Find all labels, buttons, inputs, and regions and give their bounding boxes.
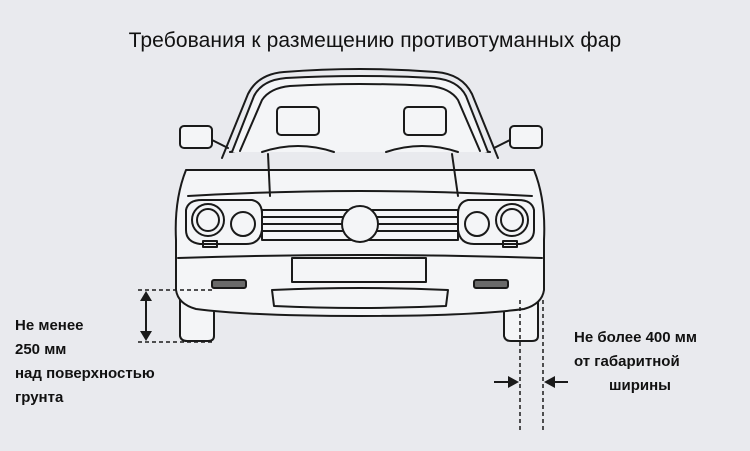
front-bumper <box>177 254 543 309</box>
diagram-title: Требования к размещению противотуманных … <box>128 29 622 52</box>
height-dimension <box>138 289 212 343</box>
width-note-line-3: ширины <box>609 377 671 394</box>
height-requirement-note: Не менее 250 мм над поверхностью грунта <box>15 314 155 410</box>
height-note-line-2: 250 мм <box>15 341 67 358</box>
right-headlight <box>457 199 535 248</box>
left-headlight <box>185 199 263 248</box>
width-dimension <box>494 300 568 430</box>
height-note-line-3: над поверхностью <box>15 365 155 382</box>
left-fog-light <box>211 279 247 289</box>
width-requirement-note: Не более 400 мм от габаритной ширины <box>574 326 697 398</box>
left-seat <box>261 106 335 153</box>
right-fog-light <box>473 279 509 289</box>
right-seat <box>385 106 459 153</box>
roof-and-windshield <box>221 68 499 159</box>
grille <box>261 205 459 243</box>
height-note-line-4: грунта <box>15 389 64 406</box>
width-note-line-1: Не более 400 мм <box>574 329 697 346</box>
right-mirror <box>493 125 543 149</box>
height-note-line-1: Не менее <box>15 317 84 334</box>
left-mirror <box>179 125 229 149</box>
width-note-line-2: от габаритной <box>574 353 680 370</box>
